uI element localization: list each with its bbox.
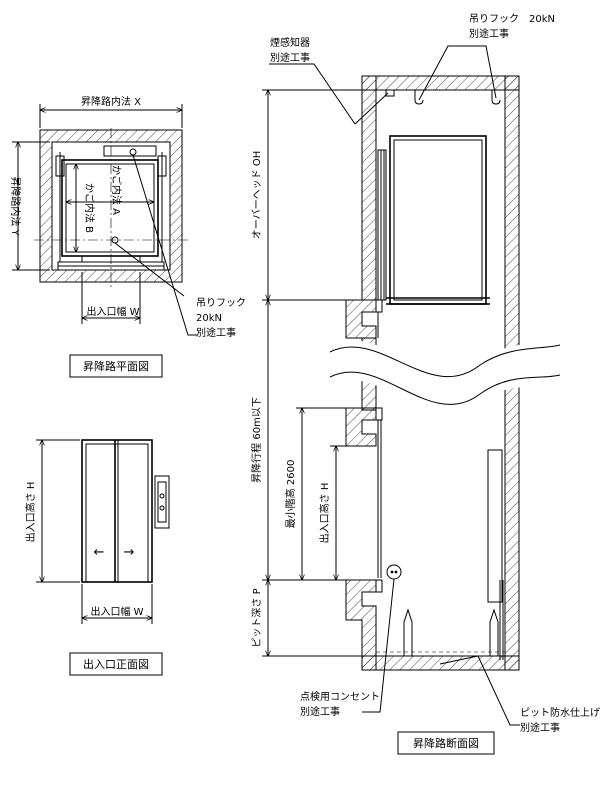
plan-car-depth-label: かご内法 B: [83, 183, 96, 233]
section-hook-icon: [414, 90, 424, 105]
section-title: 昇降路断面図: [413, 736, 479, 750]
car-buffer-icon: [403, 608, 413, 656]
section-door-height-label: 出入口高さ H: [318, 483, 331, 544]
plan-width-label: 昇降路内法 X: [81, 95, 141, 108]
plan-hook-icon: [129, 148, 137, 156]
smoke-detector-note: 別途工事: [270, 51, 310, 64]
door-open-left-icon: ←: [94, 545, 105, 560]
plan-car-width-label: かご内法 A: [110, 165, 123, 215]
pit-finish-note: 別途工事: [520, 721, 560, 734]
front-view: ← → 出入口高さ H 出入口幅 W 出入口正面図: [24, 439, 170, 676]
plan-title: 昇降路平面図: [83, 359, 149, 373]
outlet-icon: [386, 564, 402, 580]
section-view: オーバーヘッド OH 昇降行程 60m以下 ピット深さ P 最小階高 2600 …: [250, 13, 600, 755]
pit-finish-label: ピット防水仕上げ: [520, 706, 600, 719]
floor-height-label: 最小階高 2600: [284, 460, 297, 529]
plan-hook-load-label: 20kN: [196, 313, 222, 324]
plan-hook-label: 吊りフック: [196, 297, 246, 309]
section-car: [389, 135, 487, 305]
plan-hook-note-label: 別途工事: [196, 326, 236, 339]
outlet-label: 点検用コンセント: [300, 690, 380, 703]
smoke-detector-label: 煙感知器: [270, 36, 310, 49]
smoke-detector-icon: [385, 89, 395, 97]
plan-view: 昇降路内法 X 昇降路内法 Y かご内法 A かご内法 B 出入口幅 W 吊りフ…: [9, 95, 246, 378]
front-height-label: 出入口高さ H: [24, 482, 37, 543]
section-hook-label: 吊りフック 20kN: [469, 13, 555, 25]
section-counterweight: [487, 449, 503, 603]
door-open-right-icon: →: [124, 545, 135, 560]
plan-depth-label: 昇降路内法 Y: [9, 176, 22, 236]
outlet-note: 別途工事: [300, 705, 340, 718]
hall-button-panel: [157, 481, 167, 523]
front-frame: [81, 439, 153, 583]
front-door-width-label: 出入口幅 W: [90, 605, 143, 618]
pit-depth-label: ピット深さ P: [251, 588, 263, 647]
front-title: 出入口正面図: [83, 657, 149, 671]
travel-label: 昇降行程 60m以下: [250, 397, 263, 483]
section-hook-icon: [491, 90, 501, 105]
overhead-label: オーバーヘッド OH: [251, 151, 263, 239]
plan-door-width-label: 出入口幅 W: [86, 305, 139, 318]
section-top-slab: [361, 75, 520, 91]
section-hook-note: 別途工事: [469, 27, 509, 40]
cw-buffer-icon: [489, 608, 499, 656]
